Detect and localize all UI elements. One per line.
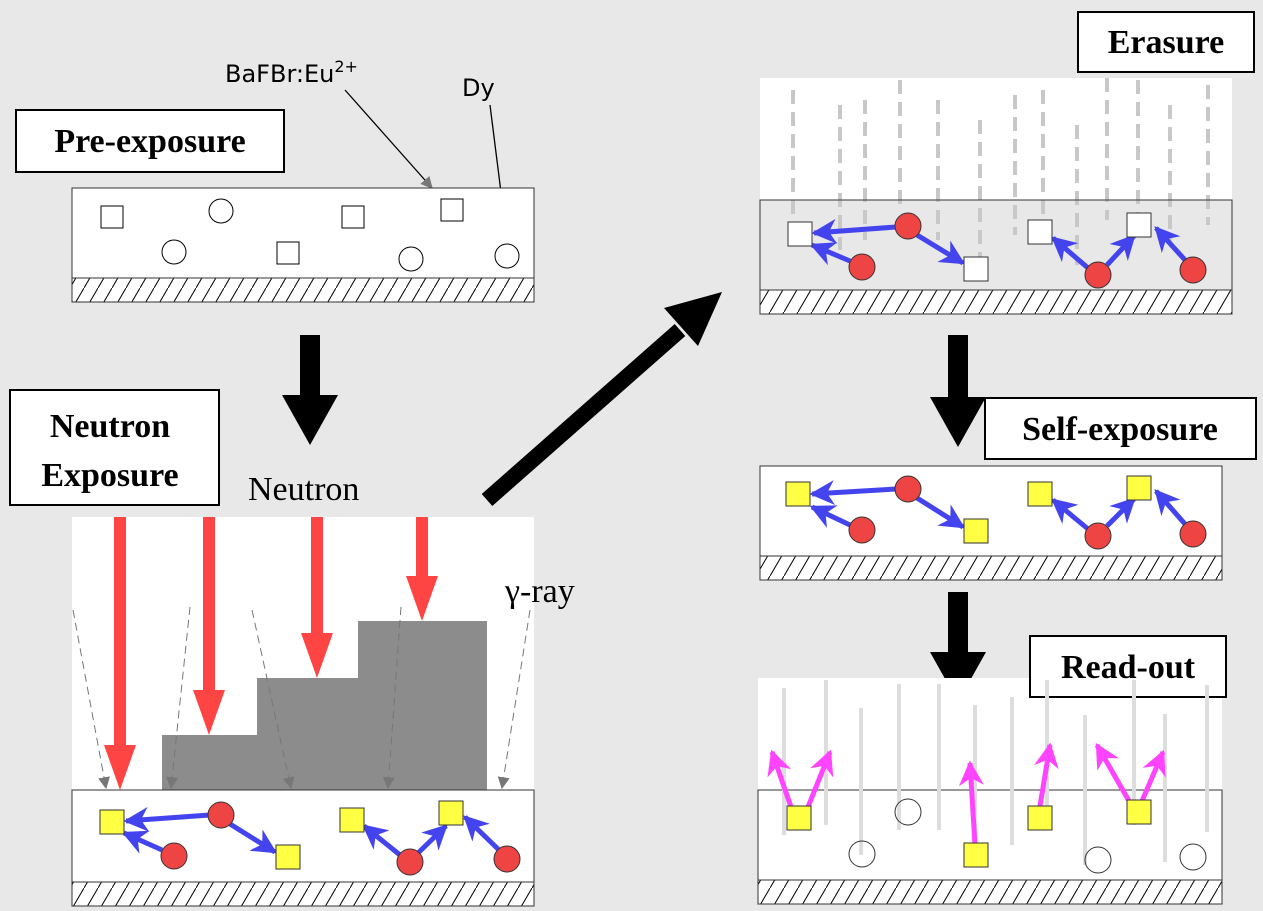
activated-dy — [160, 801, 521, 876]
dy-atoms — [161, 198, 520, 272]
gamma-ray-label: γ-ray — [504, 573, 575, 610]
neutron-arrows — [104, 517, 438, 790]
pre-exposure-label: Pre-exposure — [15, 109, 285, 173]
svg-text:Exposure: Exposure — [41, 457, 178, 494]
step-shield — [162, 621, 487, 790]
down-arrow-icon — [282, 335, 338, 445]
diagonal-arrow-icon — [481, 292, 722, 507]
gamma-rays — [72, 606, 531, 790]
down-arrow-icon — [930, 335, 986, 447]
erasure-field — [760, 78, 1232, 200]
electron-transfer-arrows — [809, 480, 1187, 531]
svg-text:Erasure: Erasure — [1108, 24, 1224, 61]
svg-text:Pre-exposure: Pre-exposure — [54, 123, 245, 160]
neutron-exposure-label: Neutron Exposure — [9, 389, 220, 506]
excited-centers — [786, 799, 1152, 868]
plate-erasure — [759, 199, 1233, 315]
dy-atoms — [848, 798, 1207, 874]
read-out-label: Read-out — [1029, 635, 1227, 698]
plate-self-exposure — [759, 465, 1223, 581]
dopant-label: Dy — [462, 74, 495, 102]
phosphor-label: BaFBr:Eu2+ — [225, 57, 358, 88]
phosphor-centers — [787, 212, 1152, 282]
activated-dy — [848, 475, 1207, 550]
electron-transfer-arrows — [809, 218, 1187, 270]
svg-text:Read-out: Read-out — [1061, 649, 1196, 686]
erasure-light — [791, 78, 1210, 265]
excited-centers — [99, 800, 464, 870]
down-arrow-icon — [930, 592, 986, 702]
svg-text:Neutron: Neutron — [50, 408, 170, 445]
phosphor-centers — [100, 198, 464, 265]
plate-neutron-exposure — [71, 789, 535, 907]
neutron-label: Neutron — [248, 471, 359, 508]
excited-centers — [785, 475, 1152, 544]
self-exposure-label: Self-exposure — [984, 397, 1257, 460]
photostimulated-light-arrows — [767, 742, 1166, 846]
svg-text:Self-exposure: Self-exposure — [1022, 411, 1218, 448]
plate-pre-exposure — [71, 187, 535, 303]
phosphor-pointer — [344, 89, 433, 189]
electron-transfer-arrows — [121, 806, 501, 857]
activated-dy — [848, 212, 1207, 289]
erasure-label: Erasure — [1077, 11, 1255, 73]
